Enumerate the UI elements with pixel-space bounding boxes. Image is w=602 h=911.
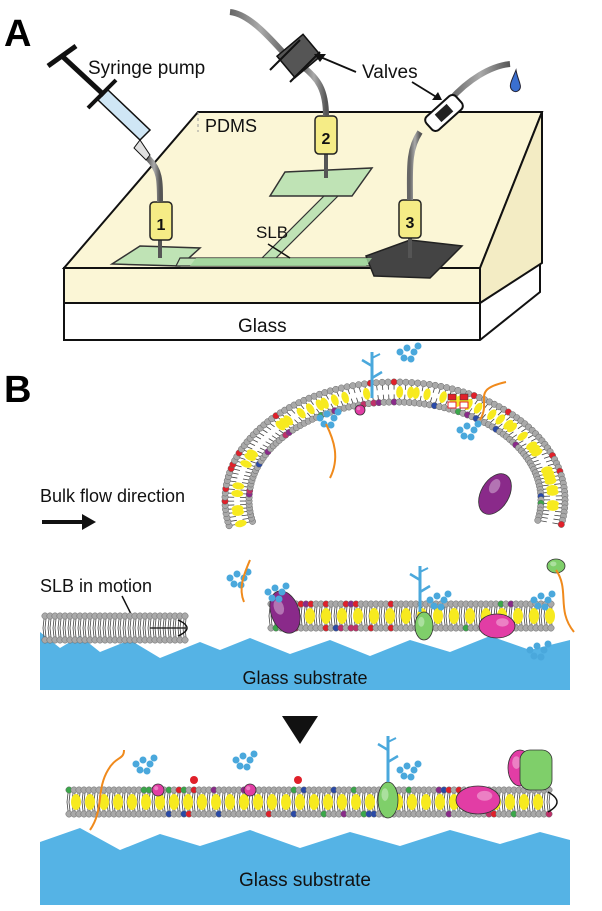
glass-label: Glass xyxy=(238,316,287,337)
glass-substrate-bottom-label: Glass substrate xyxy=(239,870,371,891)
slb-label: SLB xyxy=(256,223,288,242)
valves-label: Valves xyxy=(362,62,418,83)
bulk-flow-label: Bulk flow direction xyxy=(40,486,185,506)
panel-b: B Glass substrate Glass substrate Bulk f… xyxy=(4,343,574,906)
slb-motion-label: SLB in motion xyxy=(40,576,152,596)
panel-b-letter: B xyxy=(4,369,31,411)
port-3-label: 3 xyxy=(406,215,415,232)
flow-arrow-icon xyxy=(42,514,96,530)
slb-strip-motion xyxy=(42,613,188,643)
transition-triangle-icon xyxy=(282,716,318,744)
port-1-label: 1 xyxy=(157,217,166,234)
droplet-icon xyxy=(510,70,520,92)
pdms-block xyxy=(64,112,542,303)
glass-substrate-bottom xyxy=(40,828,570,905)
syringe-pump-label: Syringe pump xyxy=(88,58,205,79)
glass-substrate-top-label: Glass substrate xyxy=(242,668,367,688)
port-2-label: 2 xyxy=(322,131,331,148)
panel-a: A 1 xyxy=(4,12,542,340)
panel-a-letter: A xyxy=(4,13,31,55)
pdms-label: PDMS xyxy=(205,116,257,136)
